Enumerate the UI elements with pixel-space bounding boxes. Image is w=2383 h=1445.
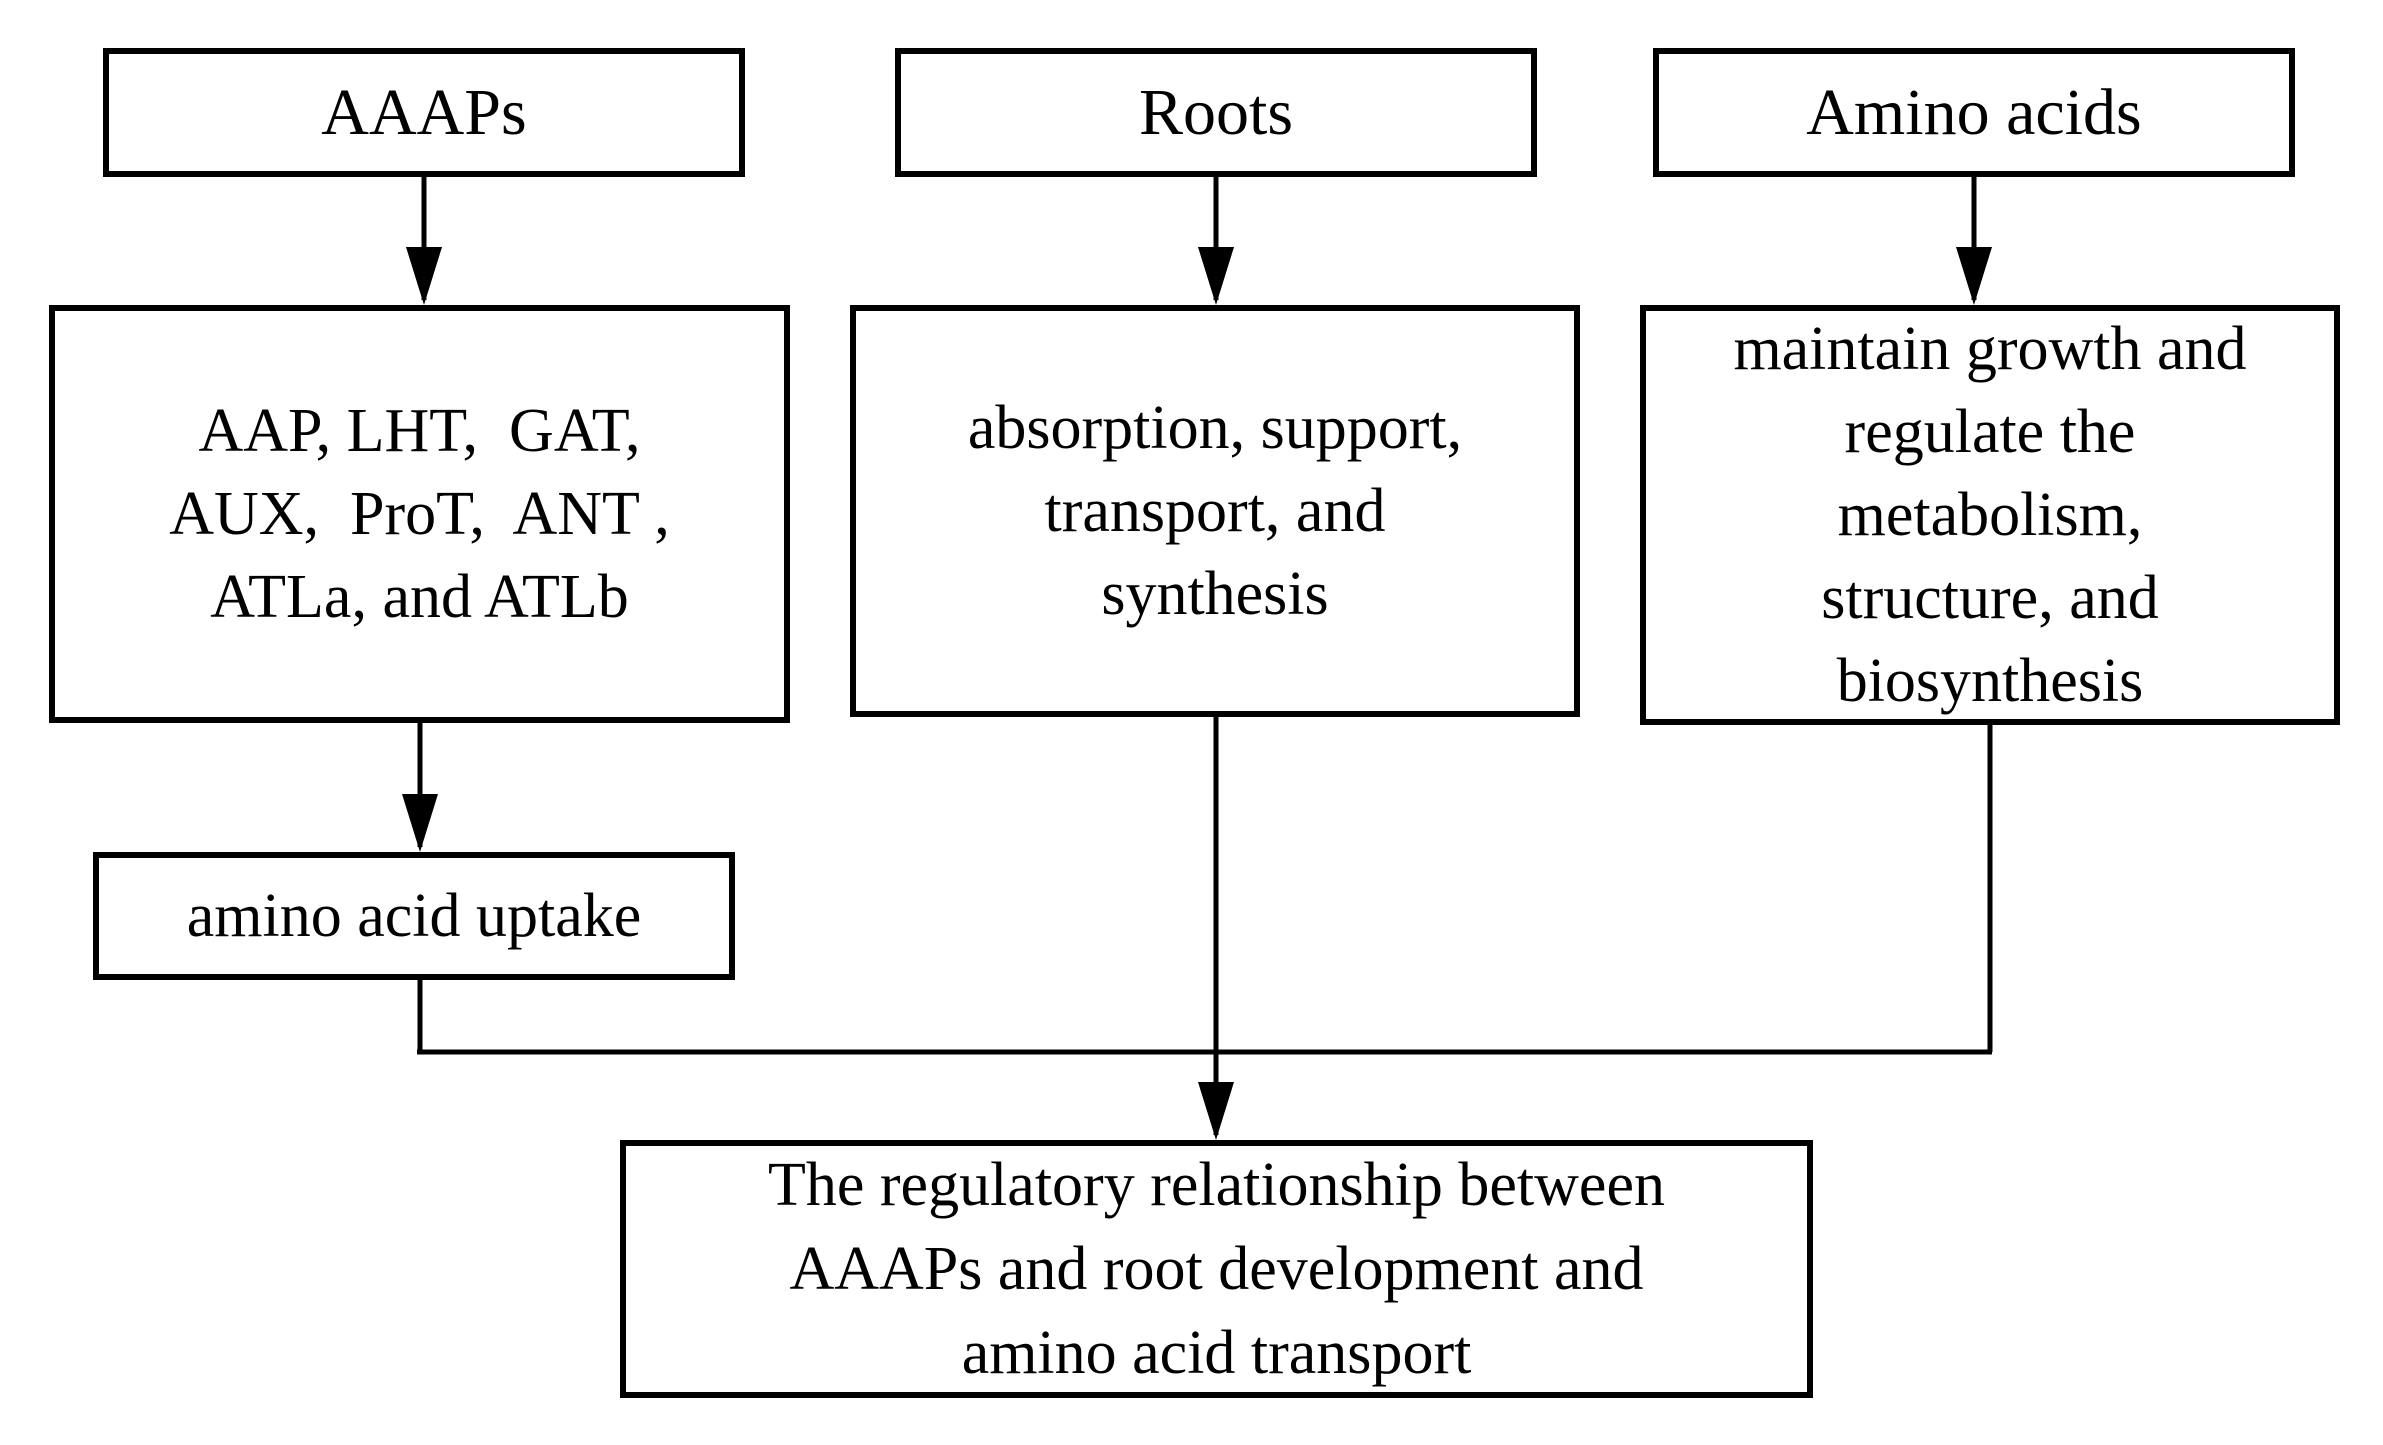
node-aaap-families-line-2: AUX, ProT, ANT , [169, 479, 670, 548]
node-amino-acids-label: Amino acids [1806, 75, 2142, 149]
node-conclusion-line-2: AAAPs and root development and [789, 1235, 1644, 1303]
node-aaap-families: AAP, LHT, GAT, AUX, ProT, ANT , ATLa, an… [49, 305, 790, 723]
arrow-amino-to-functions-head [1956, 247, 1992, 305]
node-root-functions-line-1: absorption, support, [967, 393, 1463, 462]
node-aaaps: AAAPs [103, 48, 745, 177]
node-amino-functions-line-3: metabolism, [1837, 480, 2143, 549]
node-conclusion-line-1: The regulatory relationship between [768, 1151, 1665, 1219]
node-amino-functions-line-1: maintain growth and [1733, 314, 2247, 383]
arrow-center-to-conclusion-head [1198, 1082, 1234, 1140]
node-conclusion: The regulatory relationship between AAAP… [620, 1140, 1813, 1398]
node-amino-functions-line-5: biosynthesis [1836, 646, 2144, 715]
node-amino-acid-uptake-label: amino acid uptake [186, 881, 642, 950]
arrow-roots-to-functions-head [1198, 247, 1234, 305]
node-roots-label: Roots [1138, 75, 1294, 149]
node-roots: Roots [895, 48, 1537, 177]
node-amino-functions-line-4: structure, and [1821, 563, 2159, 632]
node-amino-acid-uptake: amino acid uptake [93, 852, 735, 980]
node-aaaps-label: AAAPs [321, 75, 527, 149]
node-root-functions: absorption, support, transport, and synt… [850, 305, 1580, 717]
node-aaap-families-line-3: ATLa, and ATLb [210, 562, 629, 631]
node-amino-functions: maintain growth and regulate the metabol… [1640, 305, 2340, 725]
node-root-functions-line-2: transport, and [1044, 476, 1386, 545]
node-aaap-families-line-1: AAP, LHT, GAT, [198, 396, 641, 465]
node-amino-functions-line-2: regulate the [1844, 397, 2136, 466]
node-conclusion-line-3: amino acid transport [961, 1319, 1472, 1387]
arrow-aaaps-to-families-head [406, 247, 442, 305]
node-root-functions-line-3: synthesis [1101, 559, 1329, 628]
arrow-families-to-uptake-head [402, 794, 438, 852]
node-amino-acids: Amino acids [1653, 48, 2295, 177]
